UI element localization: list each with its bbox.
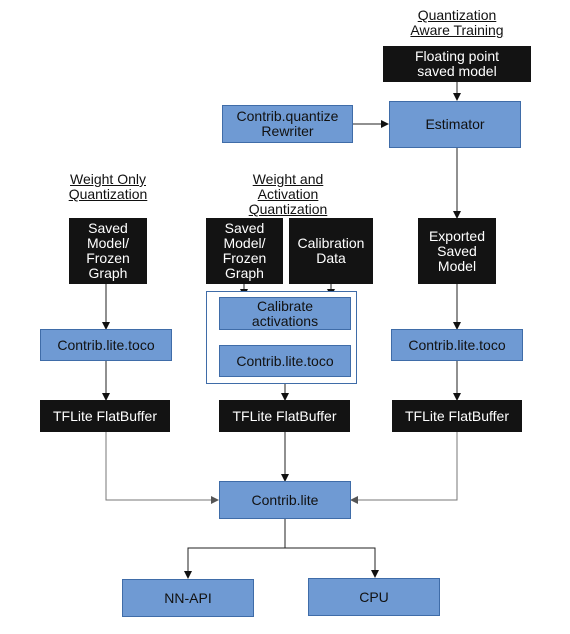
calibration-data: Calibration Data <box>289 218 373 284</box>
heading-quantization-aware-training: Quantization Aware Training <box>410 7 504 38</box>
saved-model-frozen-graph-weight-only: Saved Model/ Frozen Graph <box>69 218 147 284</box>
heading-weight-only-quantization: Weight Only Quantization <box>68 171 148 202</box>
contrib-quantize-rewriter: Contrib.quantize Rewriter <box>222 105 353 143</box>
arrow-lite-to-cpu <box>285 547 379 578</box>
calibrate-activations: Calibrate activations <box>219 297 351 330</box>
contrib-lite-toco-qat: Contrib.lite.toco <box>391 329 523 361</box>
tflite-flatbuffer-weight-only: TFLite FlatBuffer <box>40 400 170 432</box>
tflite-flatbuffer-weight-activation: TFLite FlatBuffer <box>219 400 350 432</box>
exported-saved-model: Exported Saved Model <box>418 218 496 284</box>
estimator: Estimator <box>389 101 521 148</box>
heading-weight-and-activation-quantization: Weight and Activation Quantization <box>248 171 328 217</box>
contrib-lite: Contrib.lite <box>219 481 351 519</box>
cpu: CPU <box>308 578 440 616</box>
arrow-lite-to-nnapi <box>184 519 286 579</box>
tflite-flatbuffer-qat: TFLite FlatBuffer <box>392 400 522 432</box>
arrow-flatbuffer-right-to-lite <box>350 432 458 504</box>
nn-api: NN-API <box>122 579 254 617</box>
arrow-flatbuffer-left-to-lite <box>105 432 219 504</box>
contrib-lite-toco-weight-only: Contrib.lite.toco <box>40 329 172 361</box>
contrib-lite-toco-weight-activation: Contrib.lite.toco <box>219 345 351 377</box>
saved-model-frozen-graph-weight-activation: Saved Model/ Frozen Graph <box>206 218 283 284</box>
floating-point-saved-model: Floating point saved model <box>383 46 531 82</box>
